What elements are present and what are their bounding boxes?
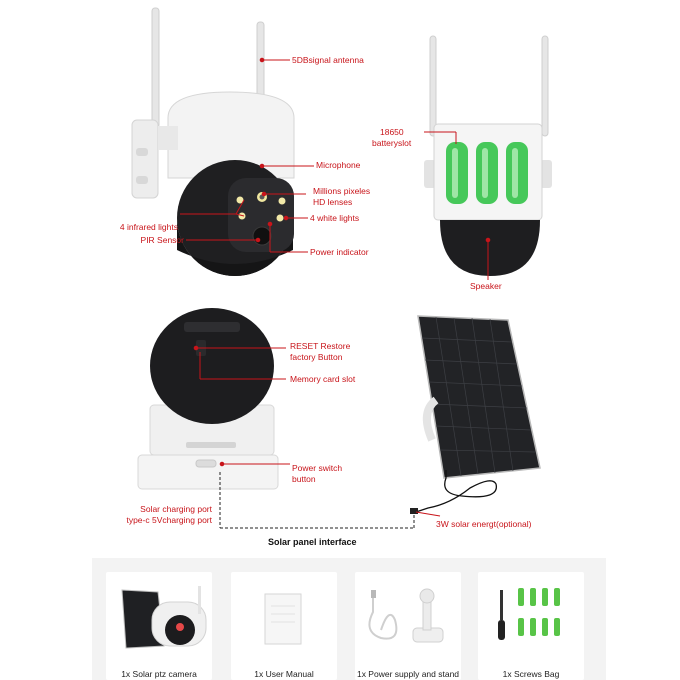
- package-item-screws: 1x Screws Bag: [478, 572, 584, 680]
- package-item-label: 1x Screws Bag: [502, 669, 560, 679]
- battery-label-line1: 18650: [380, 127, 404, 137]
- battery-camera-illustration: [424, 35, 552, 276]
- white-lights-label: 4 white lights: [310, 213, 360, 223]
- antenna-label: 5DBsignal antenna: [292, 55, 364, 65]
- leader-lines: [180, 57, 491, 467]
- cable-and-mount-icon: [368, 588, 444, 643]
- lenses-label-line2: HD lenses: [313, 197, 353, 207]
- solar-port-label-line2: type-c 5Vcharging port: [126, 515, 212, 525]
- power-switch-label-line2: button: [292, 474, 316, 484]
- power-switch-label-line1: Power switch: [292, 463, 343, 473]
- package-item-manual: 1x User Manual: [231, 572, 337, 680]
- microphone-label: Microphone: [316, 160, 361, 170]
- interface-label: Solar panel interface: [268, 537, 357, 547]
- lenses-label-line1: Millions pixeles: [313, 186, 371, 196]
- front-camera-illustration: [131, 7, 295, 276]
- package-item-camera: 1x Solar ptz camera: [106, 572, 212, 680]
- screws-and-anchors-icon: [498, 588, 560, 640]
- manual-booklet-icon: [264, 593, 302, 645]
- memory-card-label: Memory card slot: [290, 374, 356, 384]
- rear-camera-illustration: [137, 308, 279, 490]
- pir-label: PIR Sensor: [140, 235, 184, 245]
- package-item-label: 1x Solar ptz camera: [121, 669, 197, 679]
- reset-label-line2: factory Button: [290, 352, 343, 362]
- interface-dashed-line: [219, 472, 415, 529]
- solar-panel-illustration: [410, 315, 541, 514]
- camera-with-solar-panel-icon: [121, 586, 207, 649]
- package-item-power-supply: 1x Power supply and stand: [355, 572, 461, 680]
- solar-leader-line: [415, 511, 441, 517]
- package-item-label: 1x User Manual: [254, 669, 314, 679]
- reset-label-line1: RESET Restore: [290, 341, 351, 351]
- package-item-label: 1x Power supply and stand: [356, 669, 460, 679]
- speaker-label: Speaker: [470, 281, 502, 291]
- power-indicator-label: Power indicator: [310, 247, 369, 257]
- infrared-label: 4 infrared lights: [119, 222, 178, 232]
- solar-port-label-line1: Solar charging port: [140, 504, 212, 514]
- solar-panel-label: 3W solar energt(optional): [436, 519, 532, 529]
- battery-label-line2: batteryslot: [372, 138, 412, 148]
